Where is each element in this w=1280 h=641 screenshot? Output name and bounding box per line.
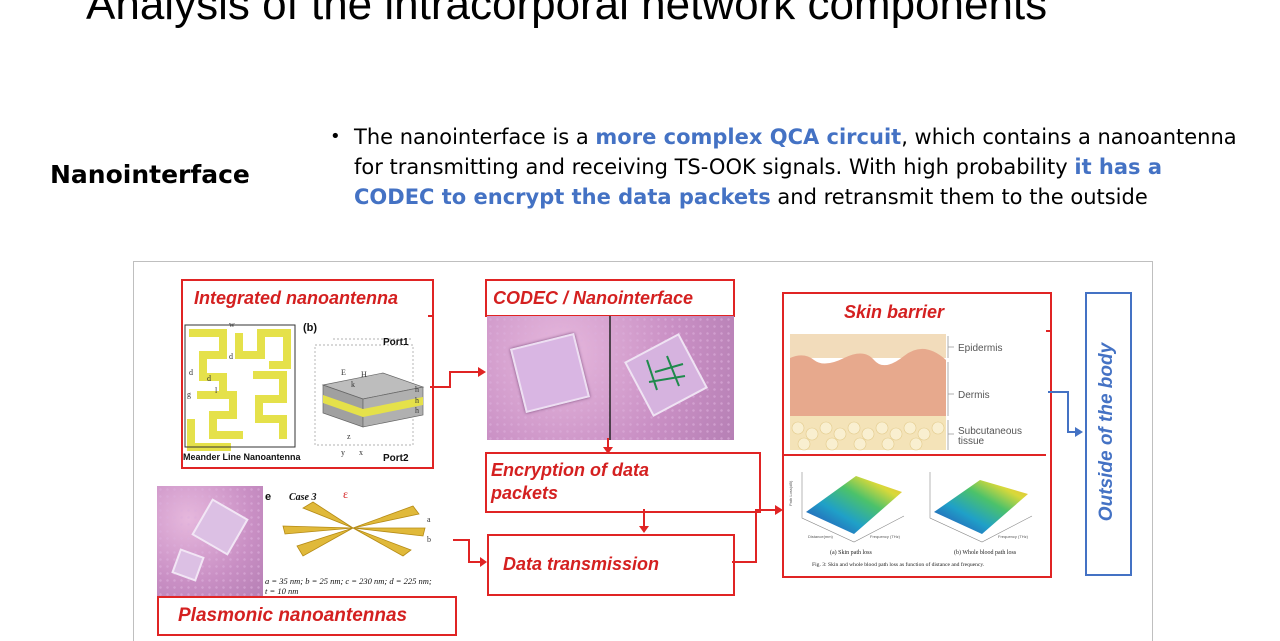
bullet-text-part1: The nanointerface is a <box>354 125 596 149</box>
dim-d3: d <box>189 368 193 377</box>
arrow-encryption-to-transmission <box>639 509 649 533</box>
plasmonic-bowtie-image: e Case 3 ε a b a = 35 nm; b = 25 nm; c =… <box>263 486 453 596</box>
path-loss-figure-caption: Fig. 3: Skin and whole blood path loss a… <box>812 561 985 568</box>
layer-h1: h <box>415 385 419 394</box>
panel-e-label: e <box>265 491 271 503</box>
meander-nanoantenna-image: w d d d g l Meander Line Nanoantenna (b)… <box>183 315 428 463</box>
bullet-highlight-codec: it has a CODEC to encrypt the data packe… <box>354 155 1163 209</box>
integrated-nanoantenna-label-box: Integrated nanoantenna <box>181 279 434 317</box>
arrow-codec-to-encryption <box>603 438 613 454</box>
plot-a-freq-label: Frequency (THz) <box>870 534 901 539</box>
arrow-transmission-to-skin <box>732 505 783 563</box>
axis-e: E <box>341 368 346 377</box>
qca-overlay <box>609 316 686 440</box>
codec-micrograph <box>487 316 734 440</box>
plasmonic-micrograph <box>157 486 263 596</box>
axis-k: k <box>351 380 355 389</box>
epsilon-label: ε <box>343 487 348 501</box>
skin-barrier-label: Skin barrier <box>844 302 945 322</box>
plot-a-xlabel: Distance(mm) <box>808 534 834 539</box>
layer-h3: h <box>415 406 419 415</box>
plot-a-ylabel: Path Loss(dB) <box>788 480 793 506</box>
skin-layer-dermis: Dermis <box>958 390 990 401</box>
section-label: Nanointerface <box>50 160 250 189</box>
panel-b-label: (b) <box>303 322 317 334</box>
arrow-skin-to-outside <box>1048 391 1083 437</box>
path-loss-surfaces: Path Loss(dB) Distance(mm) Frequency (TH… <box>788 472 1033 568</box>
data-transmission-box: Data transmission <box>487 534 735 596</box>
path-loss-plots: Path Loss(dB) Distance(mm) Frequency (TH… <box>784 458 1046 572</box>
dim-d1: d <box>229 352 233 361</box>
bowtie-dims-caption-2: t = 10 nm <box>265 586 298 596</box>
codec-label: CODEC / Nanointerface <box>493 288 694 308</box>
integrated-nanoantenna-label: Integrated nanoantenna <box>194 288 399 308</box>
plasmonic-label: Plasmonic nanoantennas <box>178 605 408 626</box>
plot-b-freq-label: Frequency (THz) <box>998 534 1029 539</box>
outside-body-box <box>1085 292 1132 576</box>
layer-h2: h <box>415 396 419 405</box>
outside-body-label: Outside of the body <box>1096 342 1117 522</box>
encryption-box: Encryption of data packets <box>485 452 761 513</box>
skin-divider <box>784 454 1046 456</box>
plasmonic-label-box: Plasmonic nanoantennas <box>157 596 457 636</box>
bowtie-drawing: e Case 3 ε a b a = 35 nm; b = 25 nm; c =… <box>265 487 432 596</box>
plot-a <box>801 472 905 543</box>
meander-antenna-drawing: w d d d g l Meander Line Nanoantenna (b)… <box>183 320 425 463</box>
bullet-dot-icon: • <box>330 126 341 147</box>
codec-label-box: CODEC / Nanointerface <box>485 279 735 317</box>
meander-caption: Meander Line Nanoantenna <box>183 452 302 462</box>
arrow-antenna-to-codec <box>430 367 486 388</box>
port1-label: Port1 <box>383 337 409 348</box>
dim-d2: d <box>207 374 211 383</box>
skin-barrier-label-box: Skin barrier <box>782 292 1052 332</box>
plot-a-caption: (a) Skin path loss <box>830 549 872 556</box>
skin-layers-drawing: Epidermis Dermis Subcutaneous tissue <box>790 334 1022 451</box>
slide-title: Analysis of the intracorporal network co… <box>86 0 1048 29</box>
data-transmission-label: Data transmission <box>503 554 660 574</box>
skin-layer-tissue: tissue <box>958 436 985 447</box>
bullet-text-part3: and retransmit them to the outside <box>770 185 1148 209</box>
skin-layers-image: Epidermis Dermis Subcutaneous tissue <box>784 330 1046 454</box>
bullet-highlight-qca: more complex QCA circuit <box>595 125 902 149</box>
dim-g: g <box>187 390 191 399</box>
axis-y: y <box>341 448 345 457</box>
port2-label: Port2 <box>383 453 409 463</box>
case-label: Case 3 <box>289 492 317 503</box>
skin-layer-epidermis: Epidermis <box>958 343 1002 354</box>
encryption-label: Encryption of data packets <box>491 460 650 503</box>
arrow-plasmonic-to-transmission <box>453 539 487 567</box>
bowtie-dims-caption: a = 35 nm; b = 25 nm; c = 230 nm; d = 22… <box>265 576 432 586</box>
diagram-figure: Integrated nanoantenna w d d d g l Meand… <box>133 261 1153 641</box>
dim-a: a <box>427 515 431 524</box>
axis-h: H <box>361 370 367 379</box>
bullet-point: • The nanointerface is a more complex QC… <box>330 122 1240 212</box>
dim-b: b <box>427 535 431 544</box>
dim-w: w <box>229 320 235 329</box>
plot-b-caption: (b) Whole blood path loss <box>954 549 1017 556</box>
axis-x: x <box>359 448 363 457</box>
dim-l: l <box>215 386 218 395</box>
bullet-text-part2: , which contains a nanoantenna for trans… <box>354 125 1237 179</box>
axis-z: z <box>347 432 351 441</box>
skin-layer-subcutaneous: Subcutaneous <box>958 426 1022 437</box>
bullet-text: The nanointerface is a more complex QCA … <box>354 122 1240 212</box>
plot-b <box>929 472 1033 543</box>
